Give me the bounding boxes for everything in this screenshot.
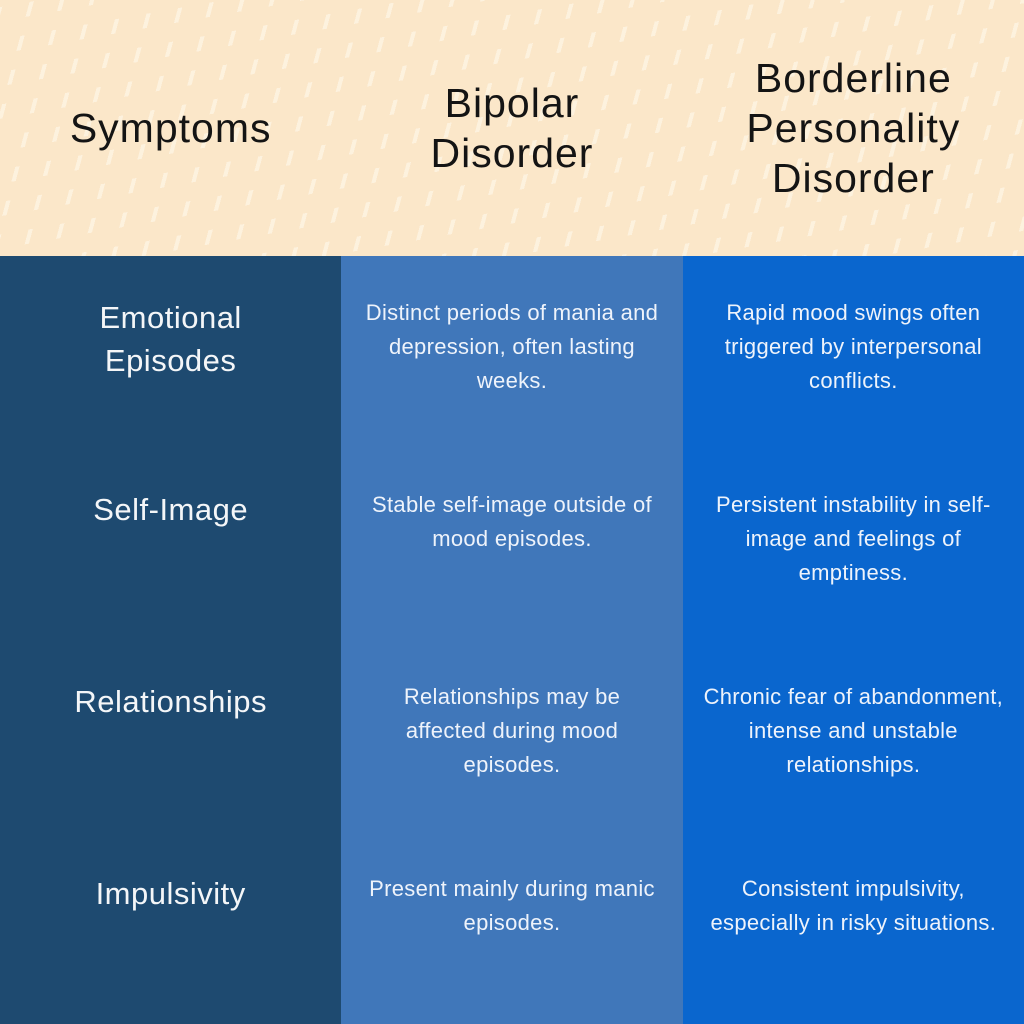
cell-bipolar-impulsivity: Present mainly during manic episodes. [341, 832, 683, 1024]
bipolar-description: Relationships may be affected during moo… [403, 684, 621, 777]
borderline-description: Persistent instability in self-image and… [716, 492, 991, 585]
cell-symptom-relationships: Relationships [0, 640, 342, 832]
borderline-description: Consistent impulsivity, especially in ri… [710, 876, 997, 935]
column-title-bipolar-disorder: Bipolar Disorder [430, 80, 594, 176]
cell-borderline-self-image: Persistent instability in self-image and… [682, 448, 1024, 640]
symptom-label: Relationships [74, 684, 267, 719]
cell-symptom-impulsivity: Impulsivity [0, 832, 342, 1024]
column-title-symptoms: Symptoms [69, 105, 272, 151]
cell-borderline-emotional-episodes: Rapid mood swings often triggered by int… [682, 256, 1024, 448]
table-body: Emotional Episodes Distinct periods of m… [0, 256, 1024, 1024]
symptom-label: Emotional Episodes [99, 300, 242, 378]
borderline-description: Rapid mood swings often triggered by int… [724, 300, 982, 393]
bipolar-description: Distinct periods of mania and depression… [365, 300, 659, 393]
bipolar-description: Stable self-image outside of mood episod… [372, 492, 652, 551]
cell-borderline-relationships: Chronic fear of abandonment, intense and… [682, 640, 1024, 832]
cell-symptom-self-image: Self-Image [0, 448, 342, 640]
column-title-borderline-personality-disorder: Borderline Personality Disorder [746, 55, 961, 201]
symptom-label: Impulsivity [95, 876, 246, 911]
cell-borderline-impulsivity: Consistent impulsivity, especially in ri… [682, 832, 1024, 1024]
borderline-description: Chronic fear of abandonment, intense and… [703, 684, 1004, 777]
cell-symptom-emotional-episodes: Emotional Episodes [0, 256, 342, 448]
cell-bipolar-emotional-episodes: Distinct periods of mania and depression… [341, 256, 683, 448]
cell-bipolar-relationships: Relationships may be affected during moo… [341, 640, 683, 832]
header-cell-symptoms: Symptoms [0, 0, 341, 256]
cell-bipolar-self-image: Stable self-image outside of mood episod… [341, 448, 683, 640]
bipolar-description: Present mainly during manic episodes. [369, 876, 655, 935]
symptom-label: Self-Image [93, 492, 249, 527]
header-cell-bipolar: Bipolar Disorder [341, 0, 682, 256]
header-cell-borderline: Borderline Personality Disorder [683, 0, 1024, 256]
table-header-row: Symptoms Bipolar Disorder Borderline Per… [0, 0, 1024, 256]
